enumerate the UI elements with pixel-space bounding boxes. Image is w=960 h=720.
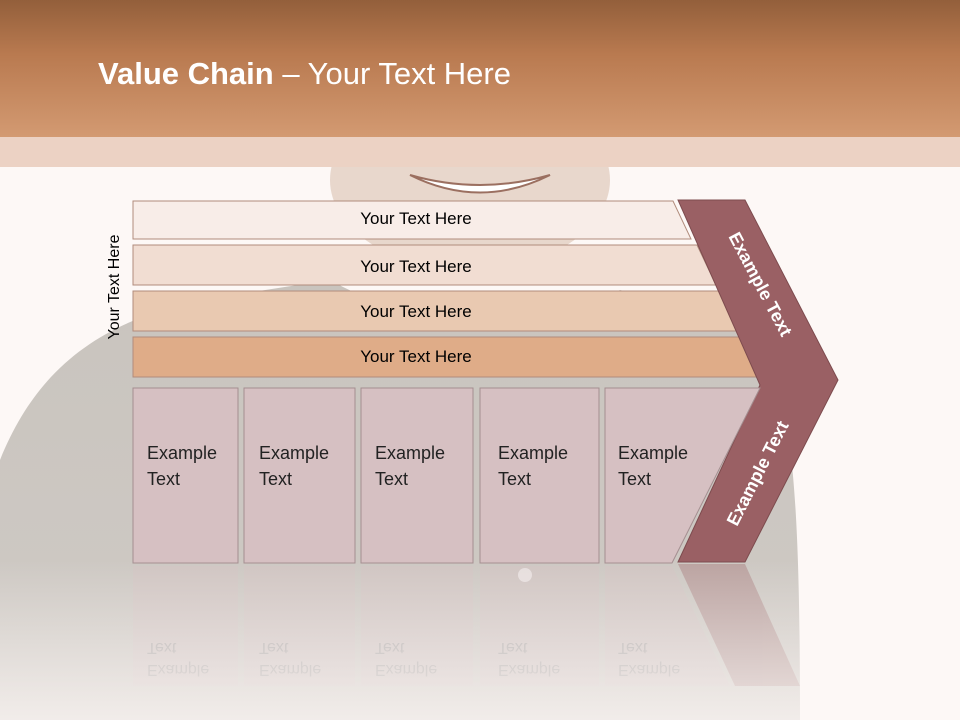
band-3-label: Your Text Here [360, 302, 472, 321]
cell-5-line1: Example [618, 443, 689, 463]
header-bar [0, 0, 960, 137]
header-band [0, 137, 960, 167]
cell-3[interactable] [360, 387, 474, 564]
cell-4-line2: Text [498, 469, 532, 489]
cell-1-line1: Example [147, 443, 218, 463]
cell-2[interactable] [243, 387, 356, 564]
chevron-arrow[interactable] [677, 199, 839, 563]
title-bold: Value Chain [98, 56, 274, 91]
page-title: Value Chain – Your Text Here [98, 56, 511, 92]
cell-3-line1: Example [375, 443, 446, 463]
smile-shape [409, 174, 551, 194]
band-1[interactable] [132, 200, 692, 240]
cell-2-line2: Text [259, 469, 293, 489]
cell-5-line2: Text [618, 469, 652, 489]
cell-3-line2: Text [375, 469, 409, 489]
reflection [133, 564, 800, 686]
cell-1-line2: Text [147, 469, 181, 489]
title-rest: – Your Text Here [273, 56, 511, 91]
band-4-label: Your Text Here [360, 347, 472, 366]
cell-4[interactable] [479, 387, 600, 564]
band-1-label: Your Text Here [360, 209, 472, 228]
cell-4-line1: Example [498, 443, 569, 463]
cell-1[interactable] [132, 387, 239, 564]
band-2-label: Your Text Here [360, 257, 472, 276]
cell-2-line1: Example [259, 443, 330, 463]
